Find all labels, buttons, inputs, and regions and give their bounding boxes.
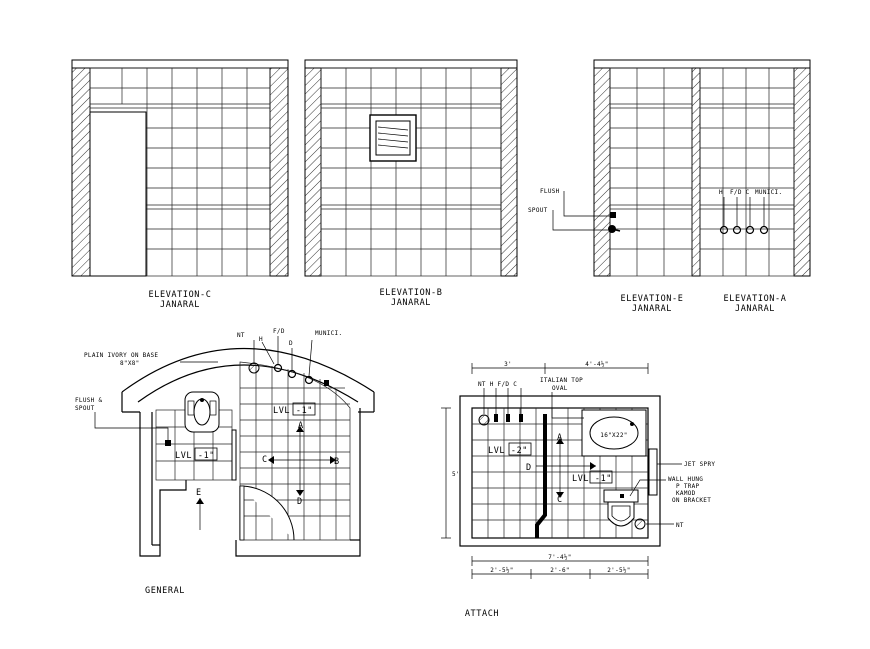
ceiling-slab	[304, 59, 518, 69]
elevation-b-title: ELEVATION-B	[380, 288, 443, 298]
hatched-wall-left	[71, 67, 91, 277]
fd-label: F/D	[273, 328, 285, 335]
hatched-wall-right	[269, 67, 289, 277]
wall-hung-label-4: ON BRACKET	[672, 497, 711, 504]
elevation-e-title: ELEVATION-E	[621, 294, 684, 304]
attach-lvl-right-label: LVL -1"	[572, 474, 612, 484]
italian-label-1: ITALIAN TOP	[540, 377, 583, 384]
marker-d: D	[297, 497, 303, 507]
marker-e: E	[196, 488, 202, 498]
attach-marker-c: C	[557, 495, 563, 505]
tile-grid	[609, 67, 795, 277]
elevation-b-subtitle: JANARAL	[391, 298, 431, 308]
nt-bottom-label: NT	[676, 522, 684, 529]
tile-grid	[320, 67, 502, 277]
elevation-c-subtitle: JANARAL	[160, 300, 200, 310]
lvl-left: LVL -1"	[175, 447, 218, 461]
basin: 16"X22"	[581, 409, 647, 457]
flush-spout-label-2: SPOUT	[75, 405, 95, 412]
general-plan: NT H F/D D MUNICI. PLAIN IVORY ON BASE 8…	[75, 328, 375, 596]
basin-size: 16"X22"	[600, 432, 627, 439]
elevation-e-subtitle: JANARAL	[632, 304, 672, 314]
nt-drain-bottom	[634, 518, 646, 530]
flush-spout-fixture: FLUSH SPOUT	[528, 188, 621, 233]
wall-hung-label-1: WALL HUNG	[668, 476, 703, 483]
d-label: D	[289, 340, 293, 347]
door-swing	[239, 485, 295, 541]
dim-top-right: 4'-4½"	[585, 361, 608, 368]
hatched-wall-left	[304, 67, 322, 277]
jet-spray-label: JET SPRY	[684, 461, 715, 468]
dim-b3: 2'-5½"	[607, 567, 630, 574]
elevation-c: ELEVATION-C JANARAL	[71, 59, 289, 310]
flush-spout-label-1: FLUSH &	[75, 397, 102, 404]
ceiling-slab	[71, 59, 289, 69]
glass-partition	[535, 414, 547, 538]
taps-fixture: H F/D C MUNICI.	[719, 189, 782, 235]
general-title: GENERAL	[145, 586, 185, 596]
attach-plan: 16"X22" NT H F/D C ITALIAN TOP OVAL	[441, 361, 715, 619]
wall-hung-wc	[603, 489, 639, 527]
dim-b2: 2'-6"	[550, 567, 570, 574]
h-label: H	[259, 336, 263, 343]
fd-c-label: F/D C	[730, 189, 750, 196]
spout-label: SPOUT	[528, 207, 548, 214]
elevation-b: ELEVATION-B JANARAL	[304, 59, 518, 308]
marker-b: B	[334, 457, 340, 467]
nt-label: NT	[237, 332, 245, 339]
dim-side: 5'	[452, 471, 460, 478]
munici-label: MUNICI.	[755, 189, 782, 196]
attach-lvl-left-label: LVL -2"	[488, 446, 528, 456]
hatched-wall-left	[593, 67, 611, 277]
door-opening	[89, 111, 147, 277]
hatched-wall-middle	[691, 67, 701, 277]
wall-hung-label-2: P TRAP	[676, 483, 700, 490]
flush-label: FLUSH	[540, 188, 560, 195]
attach-fixtures: NT H F/D C	[478, 381, 523, 426]
flush-spout-point	[165, 440, 171, 446]
nt-h-fd-c-label: NT H F/D C	[478, 381, 517, 388]
elevation-a-title: ELEVATION-A	[724, 294, 787, 304]
right-room-tiles	[239, 361, 351, 541]
ceiling-slab	[593, 59, 811, 69]
general-fixtures: NT H F/D D MUNICI.	[237, 328, 342, 386]
section-markers: A B C D E	[196, 421, 340, 530]
h-label: H	[719, 189, 723, 196]
dimensions: 3' 4'-4½" 5' 7'-4½" 2'-5½" 2'-6" 2'-5½"	[441, 361, 649, 579]
dim-total: 7'-4½"	[548, 554, 571, 561]
lvl-right: LVL -1"	[273, 402, 316, 416]
elevation-e-a: FLUSH SPOUT H F/D C MUNICI. ELEVATION-E …	[528, 59, 811, 314]
munici-label: MUNICI.	[315, 330, 342, 337]
attach-title: ATTACH	[465, 609, 499, 619]
hatched-wall-right	[500, 67, 518, 277]
partition	[231, 429, 237, 481]
squat-pan	[184, 391, 220, 433]
attach-marker-d: D	[526, 463, 532, 473]
elevation-a-subtitle: JANARAL	[735, 304, 775, 314]
wall-hung-label-3: KAMOD	[676, 490, 696, 497]
arch-outer	[121, 348, 375, 393]
hatched-wall-right	[793, 67, 811, 277]
ventilator-window	[369, 114, 417, 162]
tile-size-label: 8"X8"	[120, 360, 140, 367]
inner-wall	[471, 407, 649, 539]
marker-c: C	[262, 455, 268, 465]
attach-section-markers: A C D	[526, 433, 596, 505]
outer-wall	[459, 395, 661, 547]
dim-b1: 2'-5½"	[490, 567, 513, 574]
plain-ivory-label: PLAIN IVORY ON BASE	[84, 352, 158, 359]
italian-label-2: OVAL	[552, 385, 568, 392]
elevation-c-title: ELEVATION-C	[149, 290, 212, 300]
dim-top-left: 3'	[504, 361, 512, 368]
marker-a: A	[298, 421, 304, 431]
jet-spray-wall-box	[648, 448, 658, 496]
attach-marker-a: A	[557, 433, 563, 443]
